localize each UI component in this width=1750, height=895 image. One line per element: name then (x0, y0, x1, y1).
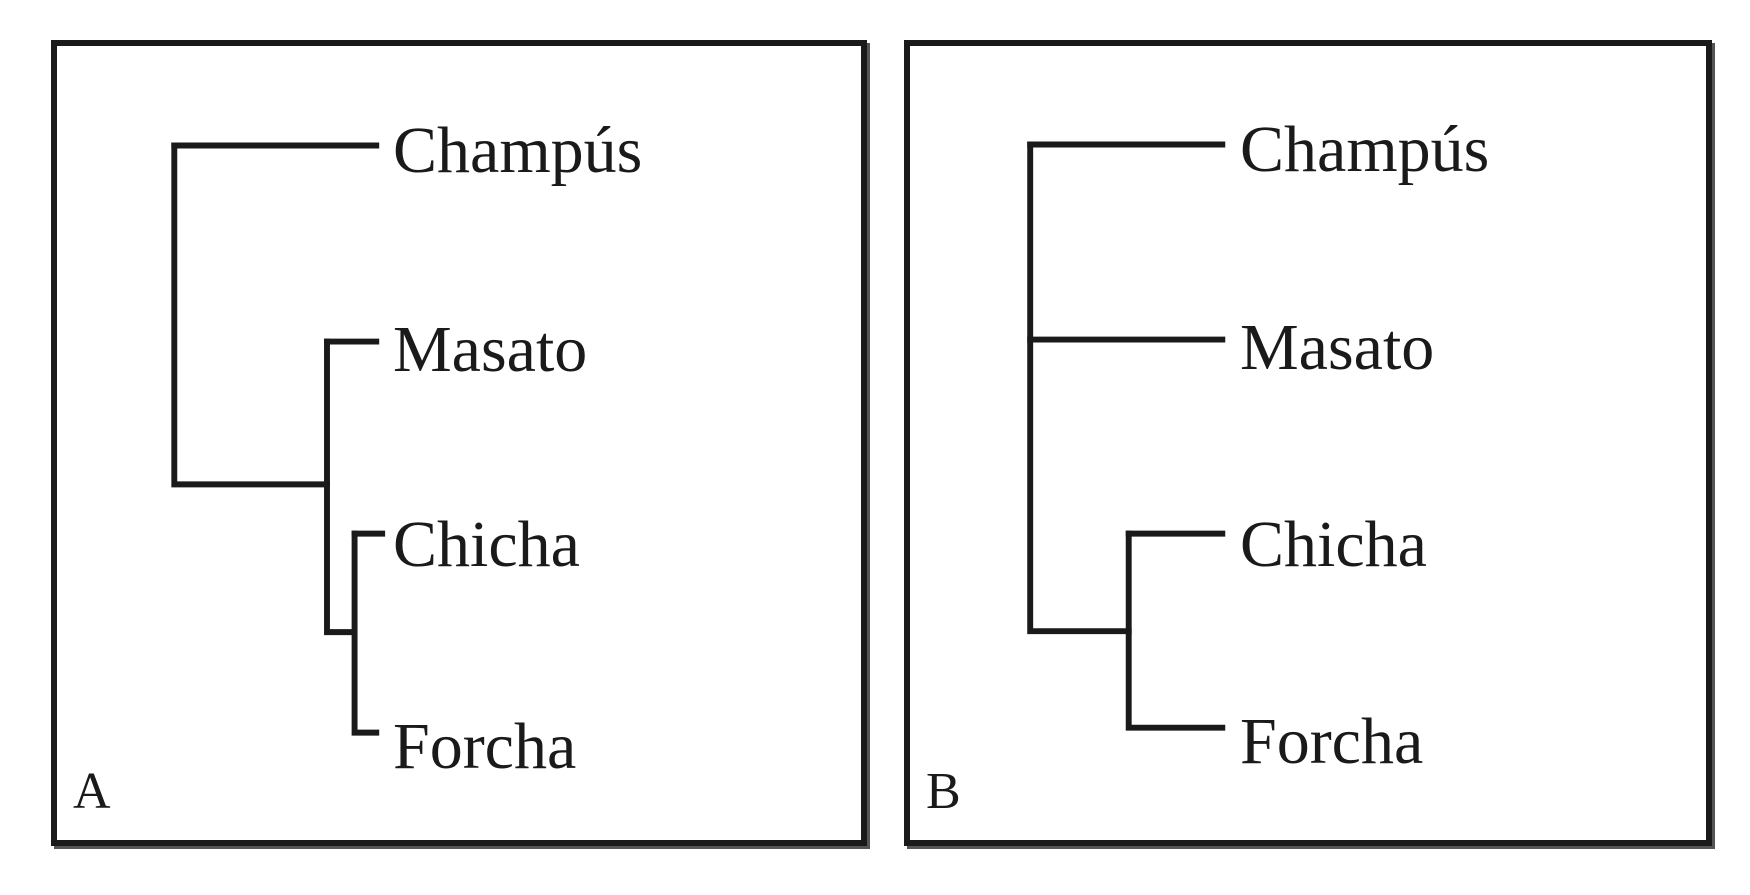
taxon-forcha: Forcha (393, 710, 577, 783)
panel-b: Champús Masato Chicha Forcha B (904, 40, 1712, 846)
taxon-champus: Champús (1240, 113, 1490, 186)
taxon-masato: Masato (393, 313, 588, 386)
taxon-chicha: Chicha (1240, 508, 1427, 581)
tree-b (1027, 141, 1226, 731)
tree-a (171, 142, 386, 736)
taxon-forcha: Forcha (1240, 705, 1424, 778)
taxon-masato: Masato (1240, 311, 1435, 384)
taxon-chicha: Chicha (393, 508, 580, 581)
taxon-champus: Champús (393, 114, 643, 187)
panel-label: B (926, 763, 961, 820)
branch-masato-chicha-forcha (324, 338, 358, 636)
panel-label: A (73, 763, 111, 820)
panel-a: Champús Masato Chicha Forcha A (51, 40, 867, 846)
branch-chicha-forcha (1125, 530, 1226, 731)
branch-root (1027, 141, 1132, 635)
branch-chicha-forcha (351, 530, 380, 736)
branch-root (171, 142, 330, 488)
